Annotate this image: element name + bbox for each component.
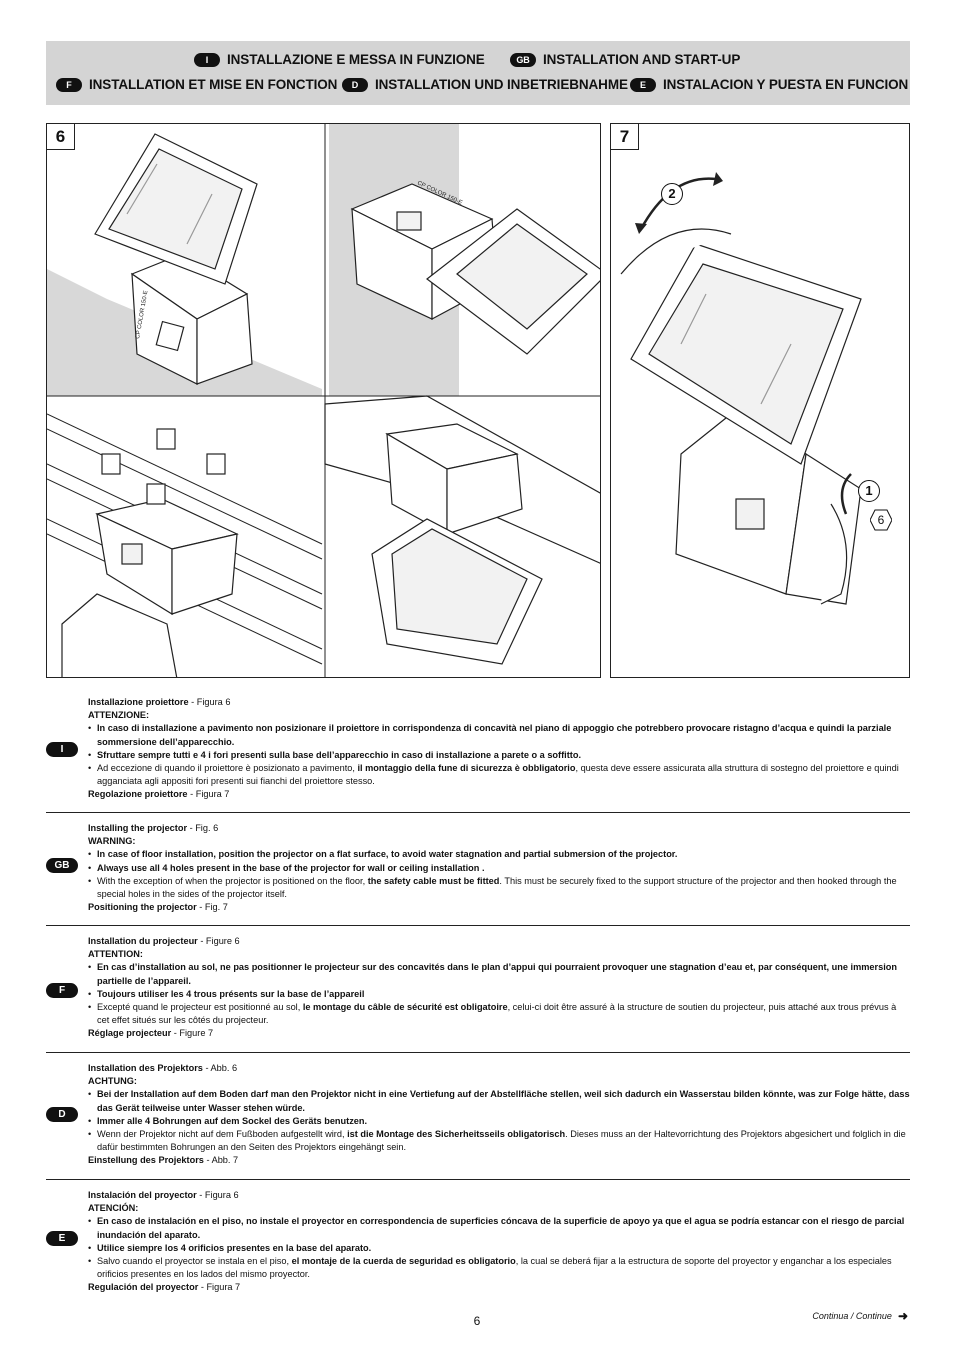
lang-badge-it: I	[194, 52, 220, 67]
figure-7: 7 2 1 6	[610, 123, 910, 678]
section-de-text: Installation des Projektors - Abb. 6 ACH…	[88, 1062, 910, 1168]
header-title-gb: GB INSTALLATION AND START-UP	[510, 52, 740, 67]
callout-6: 6	[877, 513, 885, 527]
figure-6-illustration: CP COLOR 150-E CP COLOR 150-E	[47, 124, 600, 677]
header-title-it: I INSTALLAZIONE E MESSA IN FUNZIONE	[194, 52, 485, 67]
section-title: Installation du projecteur	[88, 936, 198, 946]
divider	[46, 925, 910, 926]
callout-1: 1	[858, 480, 880, 502]
section-fr: F Installation du projecteur - Figure 6 …	[46, 935, 910, 1047]
warning-label: ACHTUNG:	[88, 1076, 137, 1087]
arrow-right-icon: ➜	[897, 1309, 908, 1323]
bullet-3: With the exception of when the projector…	[88, 875, 910, 901]
lang-badge-gb: GB	[510, 52, 536, 67]
section-it-text: Installazione proiettore - Figura 6 ATTE…	[88, 696, 910, 802]
lang-badge-gb: GB	[46, 858, 78, 873]
section-de: D Installation des Projektors - Abb. 6 A…	[46, 1062, 910, 1174]
bullet-3: Salvo cuando el proyector se instala en …	[88, 1255, 910, 1281]
lang-badge-de: D	[342, 77, 368, 92]
bullet-1: Bei der Installation auf dem Boden darf …	[97, 1089, 910, 1113]
section-title: Instalación del proyector	[88, 1190, 197, 1200]
header-title-de: D INSTALLATION UND INBETRIEBNAHME	[342, 77, 628, 92]
bullet-2: Toujours utiliser les 4 trous présents s…	[97, 988, 365, 999]
warning-label: ATTENZIONE:	[88, 710, 150, 721]
lang-badge-es: E	[46, 1231, 78, 1246]
continue-label: Continua / Continue	[812, 1311, 892, 1321]
section-title: Installation des Projektors	[88, 1063, 203, 1073]
bullet-2: Sfruttare sempre tutti e 4 i fori presen…	[97, 749, 582, 760]
lang-badge-de: D	[46, 1107, 78, 1122]
section-footer: Réglage projecteur	[88, 1028, 172, 1039]
section-title: Installazione proiettore	[88, 697, 189, 707]
bullet-3: Ad eccezione di quando il proiettore è p…	[88, 762, 910, 788]
section-footer: Regulación del proyector	[88, 1282, 199, 1293]
section-gb-text: Installing the projector - Fig. 6 WARNIN…	[88, 822, 910, 914]
section-fr-text: Installation du projecteur - Figure 6 AT…	[88, 935, 910, 1041]
bullet-1: En cas d’installation au sol, ne pas pos…	[97, 962, 897, 986]
lang-badge-fr: F	[56, 77, 82, 92]
figure-7-number: 7	[611, 124, 639, 150]
section-es: E Instalación del proyector - Figura 6 A…	[46, 1189, 910, 1301]
divider	[46, 1052, 910, 1053]
callout-2: 2	[661, 183, 683, 205]
section-footer: Regolazione proiettore	[88, 789, 188, 800]
bullet-1: In case of floor installation, position …	[97, 849, 678, 860]
section-title: Installing the projector	[88, 823, 188, 833]
figure-7-illustration	[620, 172, 862, 605]
warning-label: WARNING:	[88, 836, 136, 847]
lang-badge-es: E	[630, 77, 656, 92]
header-title-fr: F INSTALLATION ET MISE EN FONCTION	[56, 77, 337, 92]
bullet-2: Always use all 4 holes present in the ba…	[97, 862, 485, 873]
warning-label: ATTENTION:	[88, 949, 143, 960]
bullet-1: In caso di installazione a pavimento non…	[97, 723, 892, 747]
continue-note: Continua / Continue ➜	[812, 1309, 908, 1323]
bullet-3: Excepté quand le projecteur est position…	[88, 1001, 910, 1027]
callout-6-hexagon	[870, 509, 892, 531]
lang-badge-it: I	[46, 742, 78, 757]
page-number: 6	[473, 1314, 481, 1328]
section-footer: Positioning the projector	[88, 902, 197, 913]
divider	[46, 812, 910, 813]
section-footer: Einstellung des Projektors	[88, 1155, 204, 1166]
section-it: I Installazione proiettore - Figura 6 AT…	[46, 696, 910, 808]
bullet-2: Immer alle 4 Bohrungen auf dem Sockel de…	[97, 1115, 368, 1126]
figure-6: CP COLOR 150-E CP COLOR 150-E	[46, 123, 601, 678]
warning-label: ATENCIÓN:	[88, 1203, 139, 1214]
bullet-2: Utilice siempre los 4 orificios presente…	[97, 1242, 372, 1253]
bullet-1: En caso de instalación en el piso, no in…	[97, 1216, 905, 1240]
bullet-3: Wenn der Projektor nicht auf dem Fußbode…	[88, 1128, 910, 1154]
page-header: I INSTALLAZIONE E MESSA IN FUNZIONE GB I…	[46, 41, 910, 105]
lang-badge-fr: F	[46, 983, 78, 998]
divider	[46, 1179, 910, 1180]
header-title-es: E INSTALACION Y PUESTA EN FUNCION	[630, 77, 908, 92]
section-es-text: Instalación del proyector - Figura 6 ATE…	[88, 1189, 910, 1295]
figure-6-number: 6	[47, 124, 75, 150]
section-gb: GB Installing the projector - Fig. 6 WAR…	[46, 822, 910, 922]
